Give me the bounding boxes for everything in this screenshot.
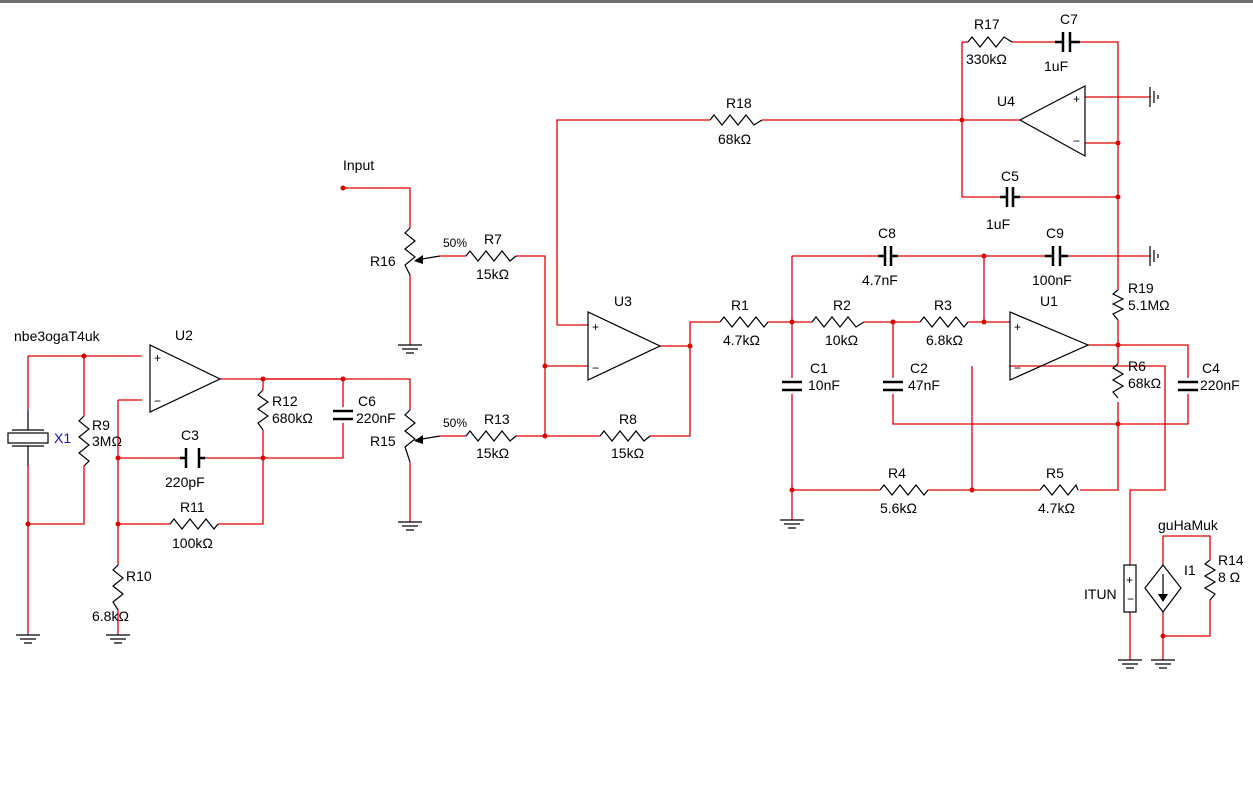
- c8-value: 4.7nF: [862, 272, 898, 288]
- r19-ref: R19: [1128, 280, 1154, 296]
- c4-ref: C4: [1202, 360, 1220, 376]
- net-label-left: nbe3ogaT4uk: [14, 328, 101, 344]
- r5-ref: R5: [1046, 465, 1064, 481]
- c9-ref: C9: [1046, 225, 1064, 241]
- itun-ref: ITUN: [1084, 586, 1117, 602]
- svg-text:−: −: [1073, 134, 1080, 148]
- r15-ref: R15: [370, 433, 396, 449]
- window-top-border: [0, 0, 1253, 3]
- r8-ref: R8: [619, 411, 637, 427]
- u3-ref: U3: [614, 293, 632, 309]
- svg-text:+: +: [154, 351, 161, 365]
- r6-value: 68kΩ: [1128, 375, 1161, 391]
- c3-ref: C3: [181, 427, 199, 443]
- pot-r15-percent: 50%: [443, 416, 467, 430]
- c1-value: 10nF: [808, 377, 840, 393]
- capacitor-plates: [180, 32, 1198, 468]
- r4-value: 5.6kΩ: [880, 500, 917, 516]
- r16-ref: R16: [370, 253, 396, 269]
- c3-value: 220pF: [165, 474, 205, 490]
- r1-value: 4.7kΩ: [723, 332, 760, 348]
- ground-symbols: [16, 87, 1175, 669]
- r5-value: 4.7kΩ: [1038, 500, 1075, 516]
- text-labels: Input nbe3ogaT4uk guHaMuk 50% 50% U1 U2 …: [14, 11, 1244, 624]
- i1-ref: I1: [1184, 562, 1196, 578]
- svg-text:−: −: [154, 394, 161, 408]
- wires: [27, 41, 1211, 660]
- current-source-i1[interactable]: [1144, 564, 1182, 613]
- x1-ref: X1: [54, 430, 71, 446]
- c2-ref: C2: [910, 360, 928, 376]
- u1-ref: U1: [1040, 293, 1058, 309]
- potentiometer-r15[interactable]: [404, 409, 441, 463]
- svg-text:−: −: [592, 361, 599, 375]
- r8-value: 15kΩ: [611, 445, 644, 461]
- r12-ref: R12: [272, 393, 298, 409]
- r1-ref: R1: [731, 297, 749, 313]
- svg-text:+: +: [1126, 573, 1133, 587]
- c9-value: 100nF: [1032, 272, 1072, 288]
- c7-value: 1uF: [1044, 58, 1068, 74]
- r2-ref: R2: [833, 297, 851, 313]
- opamp-u2[interactable]: + −: [149, 344, 222, 413]
- opamp-u3[interactable]: + −: [587, 311, 662, 381]
- r9-ref: R9: [92, 417, 110, 433]
- r11-ref: R11: [180, 499, 205, 515]
- r10-value: 6.8kΩ: [92, 608, 129, 624]
- r19-value: 5.1MΩ: [1128, 297, 1170, 313]
- input-label: Input: [343, 157, 374, 173]
- c5-value: 1uF: [986, 216, 1010, 232]
- r7-ref: R7: [484, 231, 502, 247]
- svg-text:+: +: [1073, 92, 1080, 106]
- r14-ref: R14: [1218, 552, 1244, 568]
- r14-value: 8 Ω: [1218, 569, 1240, 585]
- r17-value: 330kΩ: [966, 51, 1007, 67]
- crystal-x1[interactable]: [7, 410, 49, 466]
- pot-r16-percent: 50%: [443, 236, 467, 250]
- svg-text:−: −: [1014, 361, 1021, 375]
- r12-value: 680kΩ: [272, 410, 313, 426]
- r13-value: 15kΩ: [476, 445, 509, 461]
- u4-ref: U4: [997, 93, 1015, 109]
- potentiometer-r16[interactable]: [404, 227, 441, 276]
- r10-ref: R10: [126, 568, 152, 584]
- c5-ref: C5: [1001, 168, 1019, 184]
- r3-value: 6.8kΩ: [926, 332, 963, 348]
- r17-ref: R17: [974, 16, 1000, 32]
- r11-value: 100kΩ: [172, 535, 213, 551]
- c1-ref: C1: [810, 360, 828, 376]
- c2-value: 47nF: [908, 377, 940, 393]
- svg-text:−: −: [1127, 592, 1134, 606]
- r18-value: 68kΩ: [718, 131, 751, 147]
- opamp-u1[interactable]: + −: [1009, 311, 1090, 381]
- current-probe-itun[interactable]: + −: [1123, 564, 1137, 613]
- r9-value: 3MΩ: [92, 433, 122, 449]
- svg-text:+: +: [1014, 320, 1021, 334]
- svg-text:+: +: [592, 320, 599, 334]
- r3-ref: R3: [934, 297, 952, 313]
- net-label-right: guHaMuk: [1158, 517, 1219, 533]
- r13-ref: R13: [484, 411, 510, 427]
- u2-ref: U2: [175, 327, 193, 343]
- opamp-u4[interactable]: + −: [1018, 85, 1086, 158]
- r18-ref: R18: [726, 95, 752, 111]
- c6-ref: C6: [358, 393, 376, 409]
- c4-value: 220nF: [1200, 377, 1240, 393]
- r7-value: 15kΩ: [476, 266, 509, 282]
- c6-value: 220nF: [356, 410, 396, 426]
- r4-ref: R4: [888, 465, 906, 481]
- junctions: [25, 117, 1166, 639]
- r2-value: 10kΩ: [825, 332, 858, 348]
- c8-ref: C8: [878, 225, 896, 241]
- r6-ref: R6: [1128, 358, 1146, 374]
- c7-ref: C7: [1060, 11, 1078, 27]
- resistor-zigzags: [78, 36, 1217, 611]
- circuit-schematic: + − + − + − + −: [7, 11, 1244, 669]
